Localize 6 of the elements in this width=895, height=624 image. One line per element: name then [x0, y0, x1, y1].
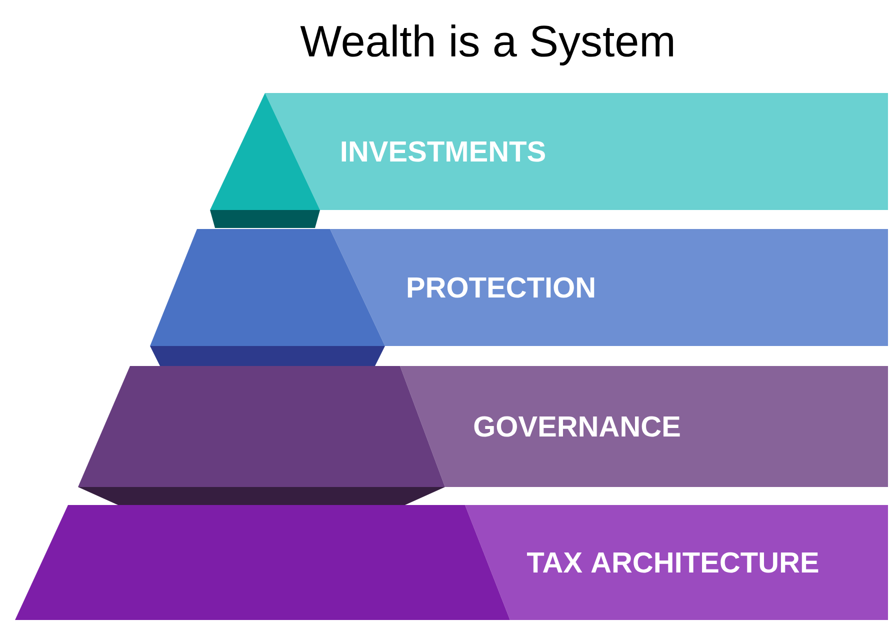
pyramid-layer: INVESTMENTS — [210, 93, 888, 228]
pyramid-layer: TAX ARCHITECTURE — [15, 505, 888, 620]
title: Wealth is a System — [300, 24, 673, 66]
pyramid-layer: GOVERNANCE — [78, 366, 888, 505]
node-label: TAX ARCHITECTURE — [526, 552, 818, 573]
pyramid-layer: PROTECTION — [150, 229, 888, 366]
